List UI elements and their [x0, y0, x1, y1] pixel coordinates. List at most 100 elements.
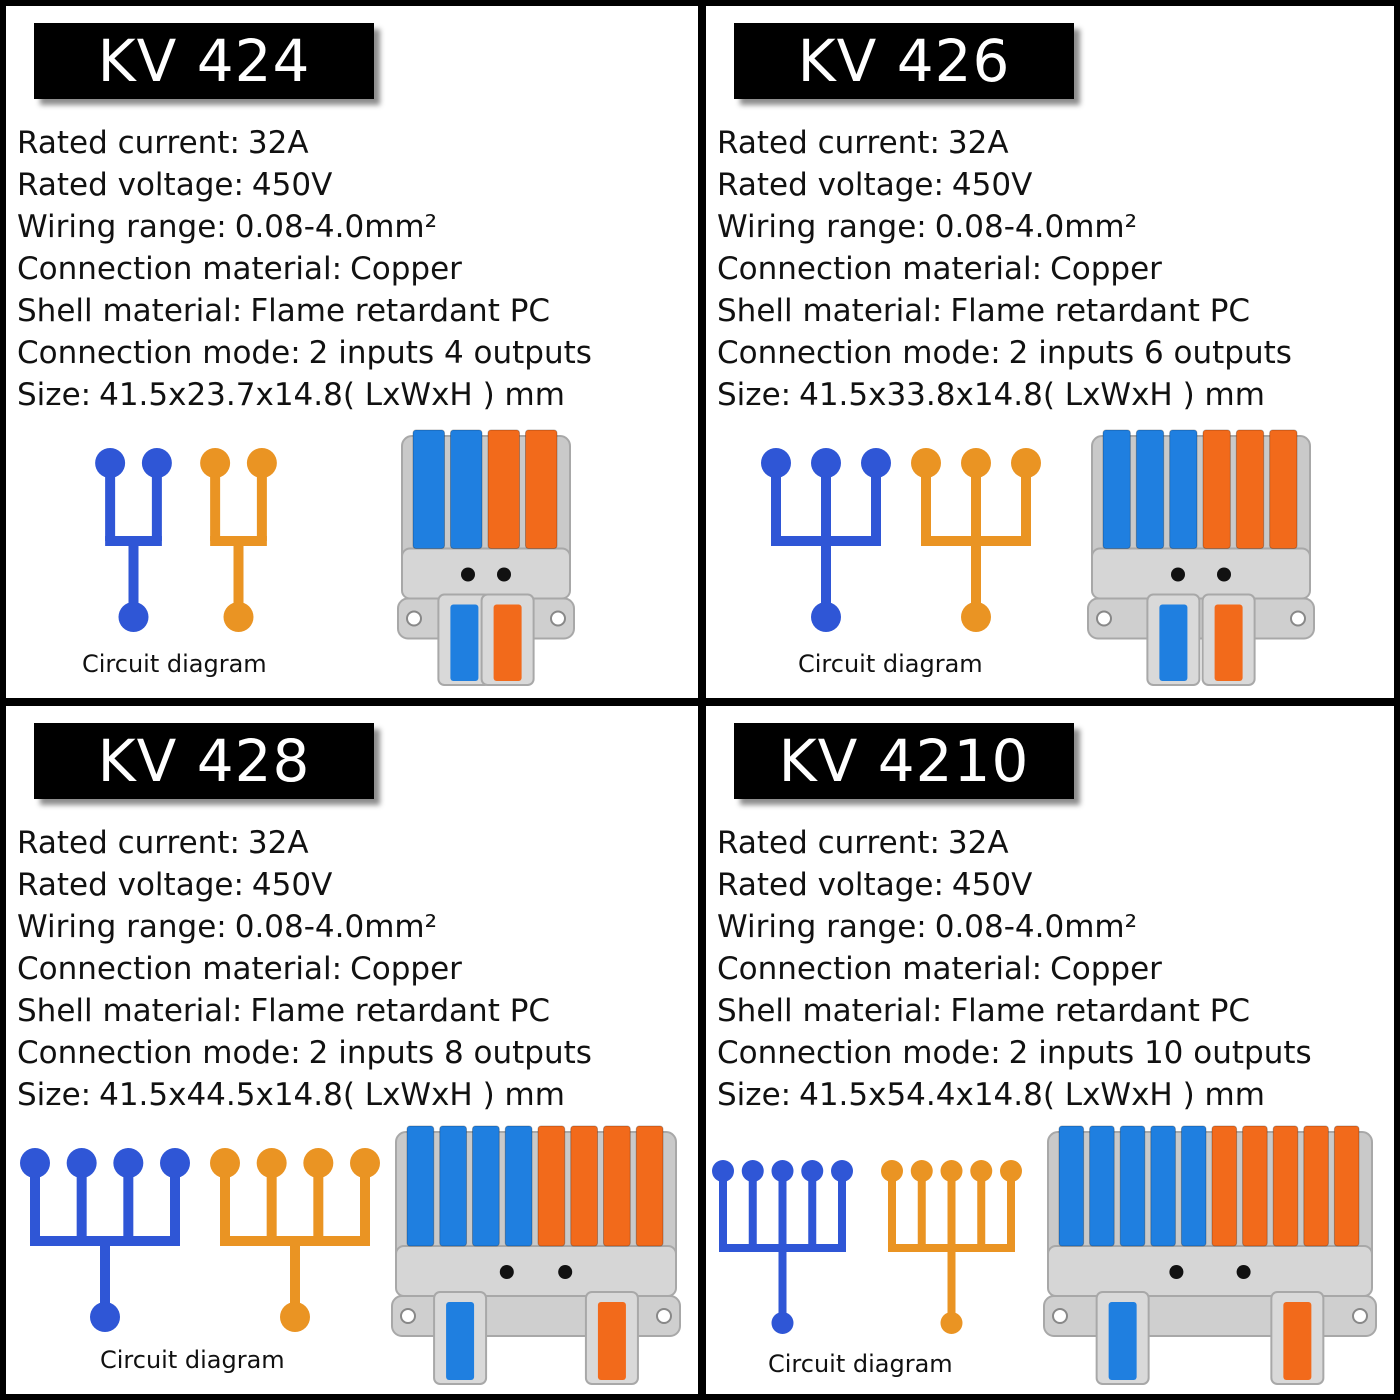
spec-list: Rated current:32A Rated voltage:450V Wir… [717, 822, 1312, 1116]
spec-rated-voltage: Rated voltage:450V [17, 167, 333, 203]
spec-rated-current: Rated current:32A [17, 125, 309, 161]
spec-connection-material: Connection material:Copper [717, 251, 1162, 287]
fork-terminal [911, 448, 941, 478]
input-lever [493, 604, 522, 681]
connector-lever [635, 1125, 664, 1247]
connector-lever [1180, 1125, 1207, 1247]
product-panel-kv424: KV 424 Rated current:32A Rated voltage:4… [6, 6, 698, 698]
product-panel-kv426: KV 426 Rated current:32A Rated voltage:4… [706, 6, 1394, 698]
connector-lever [439, 1125, 467, 1247]
product-panel-kv4210: KV 4210 Rated current:32A Rated voltage:… [706, 706, 1394, 1394]
fork-terminal [861, 448, 891, 478]
fork-terminal [961, 448, 991, 478]
spec-connection-mode: Connection mode:2 inputs 6 outputs [717, 335, 1292, 371]
fork-terminal [970, 1160, 993, 1182]
connector-lever [1272, 1125, 1299, 1247]
fork-terminal [712, 1160, 734, 1182]
connector-mid-shell [1047, 1245, 1373, 1297]
spec-list: Rated current:32A Rated voltage:450V Wir… [17, 822, 592, 1116]
connector-lever [1119, 1125, 1146, 1247]
spec-wiring-range: Wiring range:0.08-4.0mm² [17, 209, 438, 245]
connector-photo [397, 429, 575, 686]
fork-terminal [741, 1160, 764, 1182]
connector-lever [1169, 429, 1198, 549]
connector-lever [570, 1125, 598, 1247]
fork-input-terminal [223, 602, 254, 632]
circuit-diagram [20, 1148, 380, 1332]
spec-size: Size:41.5x54.4x14.8( LxWxH ) mm [717, 1077, 1265, 1113]
spec-rated-current: Rated current:32A [717, 125, 1009, 161]
connector-test-hole [1169, 1265, 1184, 1279]
connector-lever [487, 429, 520, 549]
spec-shell-material: Shell material:Flame retardant PC [17, 293, 551, 329]
mount-hole [1052, 1308, 1068, 1324]
fork-input-terminal [118, 602, 149, 632]
circuit-diagram [761, 448, 1041, 632]
spec-connection-material: Connection material:Copper [17, 951, 462, 987]
spec-size: Size:41.5x33.8x14.8( LxWxH ) mm [717, 377, 1265, 413]
connector-lever [472, 1125, 500, 1247]
fork-terminal [940, 1160, 963, 1182]
input-lever [597, 1302, 626, 1380]
mount-hole [1352, 1308, 1368, 1324]
fork-input-terminal [771, 1312, 794, 1334]
connector-lever [1333, 1125, 1360, 1247]
mount-hole [400, 1308, 416, 1324]
connector-test-hole [461, 567, 475, 582]
fork-terminal [256, 1148, 287, 1178]
spec-rated-voltage: Rated voltage:450V [17, 867, 333, 903]
mount-hole [656, 1308, 672, 1324]
model-title: KV 428 [34, 723, 374, 799]
connector-test-hole [1171, 567, 1185, 582]
connector-test-hole [558, 1265, 573, 1279]
fork-input-terminal [811, 602, 841, 632]
connector-lever [412, 429, 445, 549]
spec-connection-mode: Connection mode:2 inputs 4 outputs [17, 335, 592, 371]
connector-test-hole [1217, 567, 1231, 582]
connector-lever [525, 429, 558, 549]
mount-hole [1290, 610, 1306, 627]
fork-terminal [771, 1160, 794, 1182]
connector-mount-flange [1087, 597, 1315, 640]
fork-terminal [20, 1148, 50, 1178]
spec-size: Size:41.5x23.7x14.8( LxWxH ) mm [17, 377, 565, 413]
fork-terminal [910, 1160, 933, 1182]
connector-lever [1058, 1125, 1085, 1247]
connector-lever [537, 1125, 566, 1247]
connector-mid-shell [401, 547, 571, 600]
fork-input-terminal [961, 602, 991, 632]
connector-lever [1235, 429, 1265, 549]
spec-shell-material: Shell material:Flame retardant PC [717, 993, 1251, 1029]
fork-terminal [160, 1148, 190, 1178]
spec-connection-mode: Connection mode:2 inputs 10 outputs [717, 1035, 1312, 1071]
input-lever [1283, 1302, 1312, 1380]
spec-shell-material: Shell material:Flame retardant PC [17, 993, 551, 1029]
fork-terminal [303, 1148, 334, 1178]
input-lever [446, 1302, 475, 1380]
connector-photo [391, 1125, 681, 1385]
connector-lever [406, 1125, 435, 1247]
circuit-diagram [95, 448, 277, 632]
fork-terminal [210, 1148, 240, 1178]
connector-lever [1135, 429, 1165, 549]
spec-connection-mode: Connection mode:2 inputs 8 outputs [17, 1035, 592, 1071]
spec-wiring-range: Wiring range:0.08-4.0mm² [717, 909, 1138, 945]
fork-terminal [66, 1148, 97, 1178]
spec-rated-voltage: Rated voltage:450V [717, 167, 1033, 203]
model-title: KV 424 [34, 23, 374, 99]
spec-connection-material: Connection material:Copper [717, 951, 1162, 987]
spec-list: Rated current:32A Rated voltage:450V Wir… [717, 122, 1292, 416]
mount-hole [406, 610, 422, 627]
fork-terminal [200, 448, 231, 478]
fork-terminal [1000, 1160, 1022, 1182]
input-lever [450, 604, 479, 681]
circuit-diagram-caption: Circuit diagram [798, 650, 983, 678]
fork-terminal [141, 448, 172, 478]
model-title: KV 4210 [734, 723, 1074, 799]
spec-shell-material: Shell material:Flame retardant PC [717, 293, 1251, 329]
fork-terminal [350, 1148, 380, 1178]
spec-rated-current: Rated current:32A [17, 825, 309, 861]
fork-input-terminal [280, 1302, 310, 1332]
circuit-diagram-caption: Circuit diagram [768, 1350, 953, 1378]
